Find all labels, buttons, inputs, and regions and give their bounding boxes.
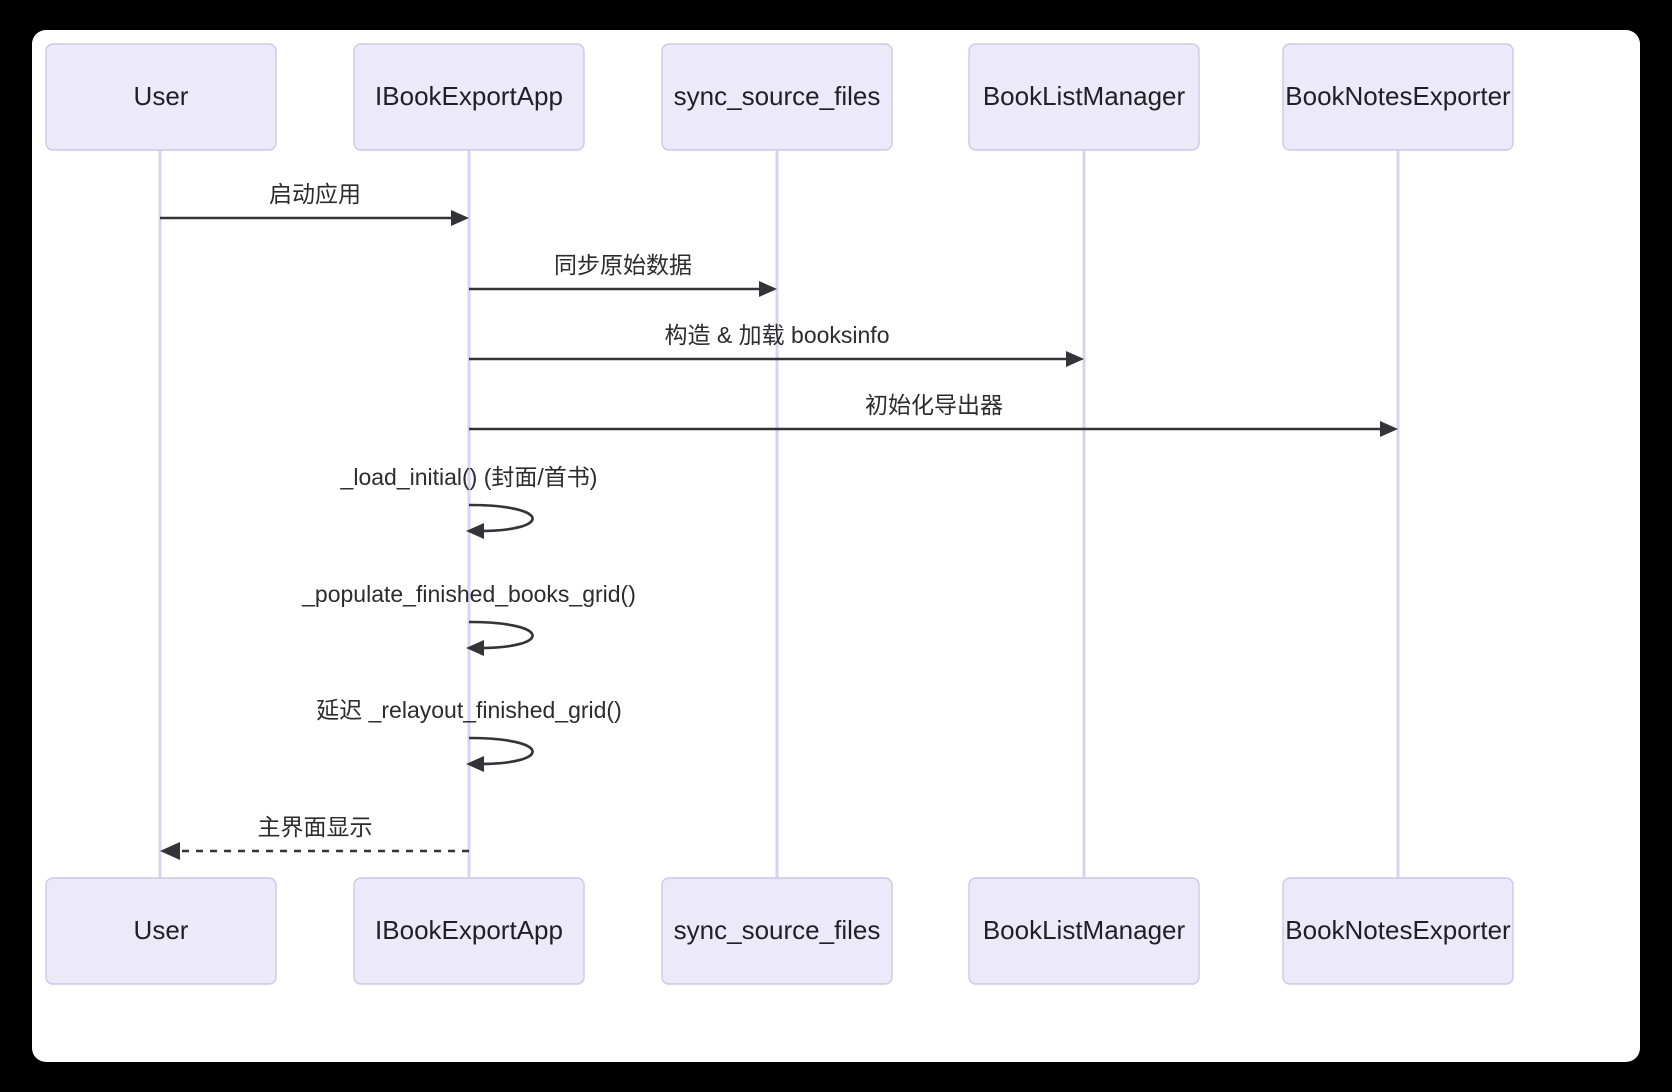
message-7-label: 延迟 _relayout_finished_grid(): [316, 697, 622, 723]
participant-label-app-top: IBookExportApp: [375, 81, 563, 111]
participant-box-exporter-bottom[interactable]: [1282, 877, 1514, 985]
message-5-label: _load_initial() (封面/首书): [340, 464, 598, 490]
participant-box-manager-top[interactable]: [968, 43, 1200, 151]
participant-sync-top[interactable]: sync_source_files: [661, 43, 893, 151]
participant-box-exporter-top[interactable]: [1282, 43, 1514, 151]
participant-exporter-bottom[interactable]: BookNotesExporter: [1282, 877, 1514, 985]
message-2-arrowhead: [759, 281, 777, 297]
participant-sync-bottom[interactable]: sync_source_files: [661, 877, 893, 985]
diagram-canvas: User IBookExportApp sync_source_files Bo…: [32, 30, 1640, 1062]
message-7-arrowhead: [466, 756, 484, 772]
message-4: 初始化导出器: [469, 392, 1398, 437]
participant-app-bottom[interactable]: IBookExportApp: [353, 877, 585, 985]
message-5: _load_initial() (封面/首书): [340, 464, 598, 539]
message-2: 同步原始数据: [469, 252, 777, 297]
participant-box-sync-bottom[interactable]: [661, 877, 893, 985]
message-6-arrowhead: [466, 640, 484, 656]
message-4-arrowhead: [1380, 421, 1398, 437]
participant-label-sync-top: sync_source_files: [674, 81, 881, 111]
message-7-loop-path: [468, 736, 534, 766]
message-2-label: 同步原始数据: [554, 252, 692, 278]
participant-box-app-top[interactable]: [353, 43, 585, 151]
message-3-label: 构造 & 加载 booksinfo: [665, 322, 890, 348]
participant-box-app-bottom[interactable]: [353, 877, 585, 985]
message-1-label: 启动应用: [269, 181, 361, 207]
message-6-loop-path: [468, 620, 534, 650]
participant-box-user-bottom[interactable]: [45, 877, 277, 985]
participant-exporter-top[interactable]: BookNotesExporter: [1282, 43, 1514, 151]
participant-box-manager-bottom[interactable]: [968, 877, 1200, 985]
message-3-arrowhead: [1066, 351, 1084, 367]
participant-app-top[interactable]: IBookExportApp: [353, 43, 585, 151]
participant-label-manager-bottom: BookListManager: [983, 915, 1186, 945]
participant-label-sync-bottom: sync_source_files: [674, 915, 881, 945]
message-5-arrowhead: [466, 523, 484, 539]
participant-label-manager-top: BookListManager: [983, 81, 1186, 111]
message-6: _populate_finished_books_grid(): [301, 581, 636, 656]
message-7: 延迟 _relayout_finished_grid(): [316, 697, 622, 772]
participant-manager-top[interactable]: BookListManager: [968, 43, 1200, 151]
message-4-label: 初始化导出器: [865, 392, 1003, 418]
lifelines: [158, 150, 1400, 878]
participant-user-top[interactable]: User: [45, 43, 277, 151]
participant-label-user-bottom: User: [134, 915, 189, 945]
message-8-arrowhead: [160, 842, 180, 860]
message-8: 主界面显示: [160, 814, 469, 860]
participant-user-bottom[interactable]: User: [45, 877, 277, 985]
sequence-diagram-svg: User IBookExportApp sync_source_files Bo…: [45, 43, 1514, 985]
message-3: 构造 & 加载 booksinfo: [469, 322, 1084, 367]
participant-box-user-top[interactable]: [45, 43, 277, 151]
message-5-loop-path: [468, 503, 534, 533]
message-6-label: _populate_finished_books_grid(): [301, 581, 636, 607]
participant-label-exporter-top: BookNotesExporter: [1285, 81, 1511, 111]
participant-manager-bottom[interactable]: BookListManager: [968, 877, 1200, 985]
participant-label-app-bottom: IBookExportApp: [375, 915, 563, 945]
message-1: 启动应用: [160, 181, 469, 226]
participant-box-sync-top[interactable]: [661, 43, 893, 151]
message-1-arrowhead: [451, 210, 469, 226]
participant-label-user-top: User: [134, 81, 189, 111]
participant-label-exporter-bottom: BookNotesExporter: [1285, 915, 1511, 945]
message-8-label: 主界面显示: [258, 814, 373, 840]
